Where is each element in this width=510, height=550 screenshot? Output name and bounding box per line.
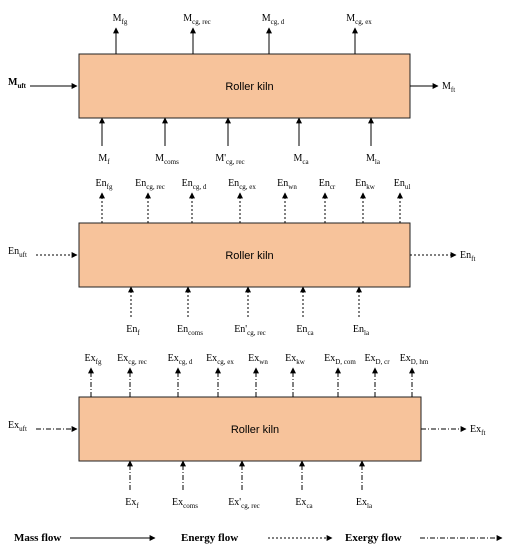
legend-label: Energy flow [181,532,238,544]
output-label: Excg, ex [206,353,234,366]
roller-kiln-box [78,396,422,462]
right-output-label: Enft [460,250,475,263]
legend-label: Exergy flow [345,532,402,544]
output-label: ExD, com [324,353,356,366]
input-label: Ex'cg, rec [228,497,260,510]
roller-kiln-box [78,222,411,288]
output-label: Enwn [277,178,297,191]
legend: Mass flow Energy flow Exergy flow [14,532,503,544]
input-label: Exla [356,497,373,510]
panels-layer: Roller kiln Mfg Mcg, rec Mcg, d Mcg, ex Mf Mco… [8,13,485,510]
input-label: M'cg, rec [215,153,244,166]
output-label: Mcg, d [262,13,285,26]
input-label: Enla [353,324,370,337]
panel-3: Roller kiln Exfg Excg, rec Excg, d Excg, ex E… [8,353,485,510]
panel-2: Roller kiln Enfg Encg, rec Encg, d Encg, ex E… [8,178,475,337]
output-label: Encr [319,178,336,191]
left-input-label: Muft [8,77,27,90]
output-label: ExD, hm [400,353,429,366]
output-label: Encg, d [182,178,207,191]
roller-kiln-label: Roller kiln [225,250,273,262]
input-label: Excoms [172,497,198,510]
input-label: Enca [296,324,314,337]
output-label: Exwn [248,353,268,366]
input-label: Exca [295,497,313,510]
input-label: Mla [366,153,381,166]
legend-label: Mass flow [14,532,61,544]
left-input-label: Enuft [8,246,27,259]
input-label: Enf [126,324,140,337]
right-output-label: Mft [442,81,455,94]
input-label: Mf [98,153,110,166]
input-label: Exf [125,497,139,510]
output-label: Excg, d [168,353,193,366]
input-label: En'cg, rec [234,324,266,337]
input-label: Mca [293,153,309,166]
output-label: Encg, ex [228,178,256,191]
output-label: Exfg [85,353,102,366]
output-label: Enul [394,178,411,191]
output-label: Enfg [96,178,113,191]
output-label: Excg, rec [117,353,147,366]
input-label: Mcoms [155,153,179,166]
input-label: Encoms [177,324,203,337]
left-input-label: Exuft [8,420,27,433]
roller-kiln-box [78,53,411,119]
output-label: ExD, cr [364,353,390,366]
output-label: Exkw [285,353,306,366]
output-label: Enkw [355,178,376,191]
output-label: Mfg [113,13,128,26]
output-label: Encg, rec [135,178,165,191]
right-output-label: Exft [470,424,485,437]
output-label: Mcg, rec [183,13,211,26]
panel-1: Roller kiln Mfg Mcg, rec Mcg, d Mcg, ex Mf Mco… [8,13,455,166]
roller-kiln-label: Roller kiln [225,81,273,93]
output-label: Mcg, ex [346,13,372,26]
roller-kiln-label: Roller kiln [231,424,279,436]
